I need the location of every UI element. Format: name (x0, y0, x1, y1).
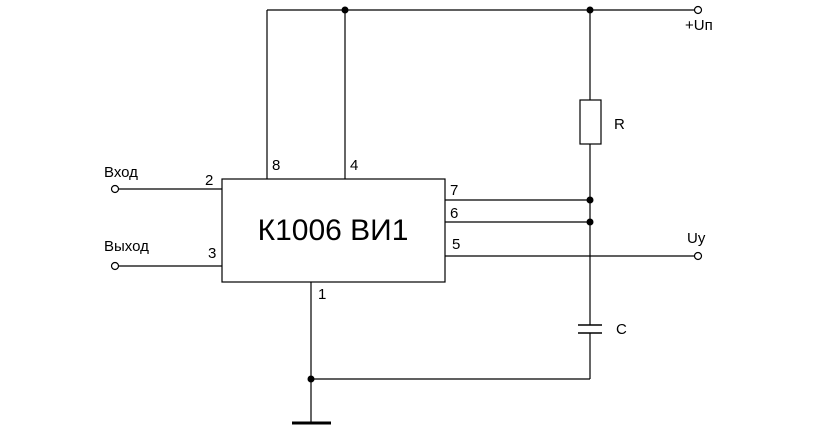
pin-5-label: 5 (452, 236, 460, 253)
resistor-r (579, 99, 602, 145)
pin-6-label: 6 (450, 205, 458, 222)
pin-7-label: 7 (450, 182, 458, 199)
output-terminal (110, 261, 120, 271)
supply-rail (266, 9, 694, 179)
input-terminal (110, 184, 120, 194)
capacitor-label: C (616, 321, 627, 338)
pin-8-label: 8 (272, 157, 280, 174)
output-terminal-label: Выход (104, 238, 149, 255)
capacitor-c (578, 324, 602, 334)
chip-label: К1006 ВИ1 (258, 214, 409, 247)
control-terminal-label: Uу (687, 230, 706, 247)
supply-terminal-label: +Uп (685, 17, 713, 34)
ground-wires (292, 282, 590, 425)
pin-3-label: 3 (208, 245, 216, 262)
left-pin-wires (118, 188, 222, 267)
pin-4-label: 4 (350, 157, 358, 174)
pin-1-label: 1 (318, 286, 326, 303)
control-terminal (693, 251, 703, 261)
right-pin-wires (445, 199, 694, 257)
rc-branch (578, 10, 602, 379)
pin-2-label: 2 (205, 172, 213, 189)
resistor-label: R (614, 116, 625, 133)
supply-terminal (693, 5, 703, 15)
junction-dots (307, 6, 594, 383)
input-terminal-label: Вход (104, 164, 138, 181)
timer-chip (221, 178, 446, 283)
